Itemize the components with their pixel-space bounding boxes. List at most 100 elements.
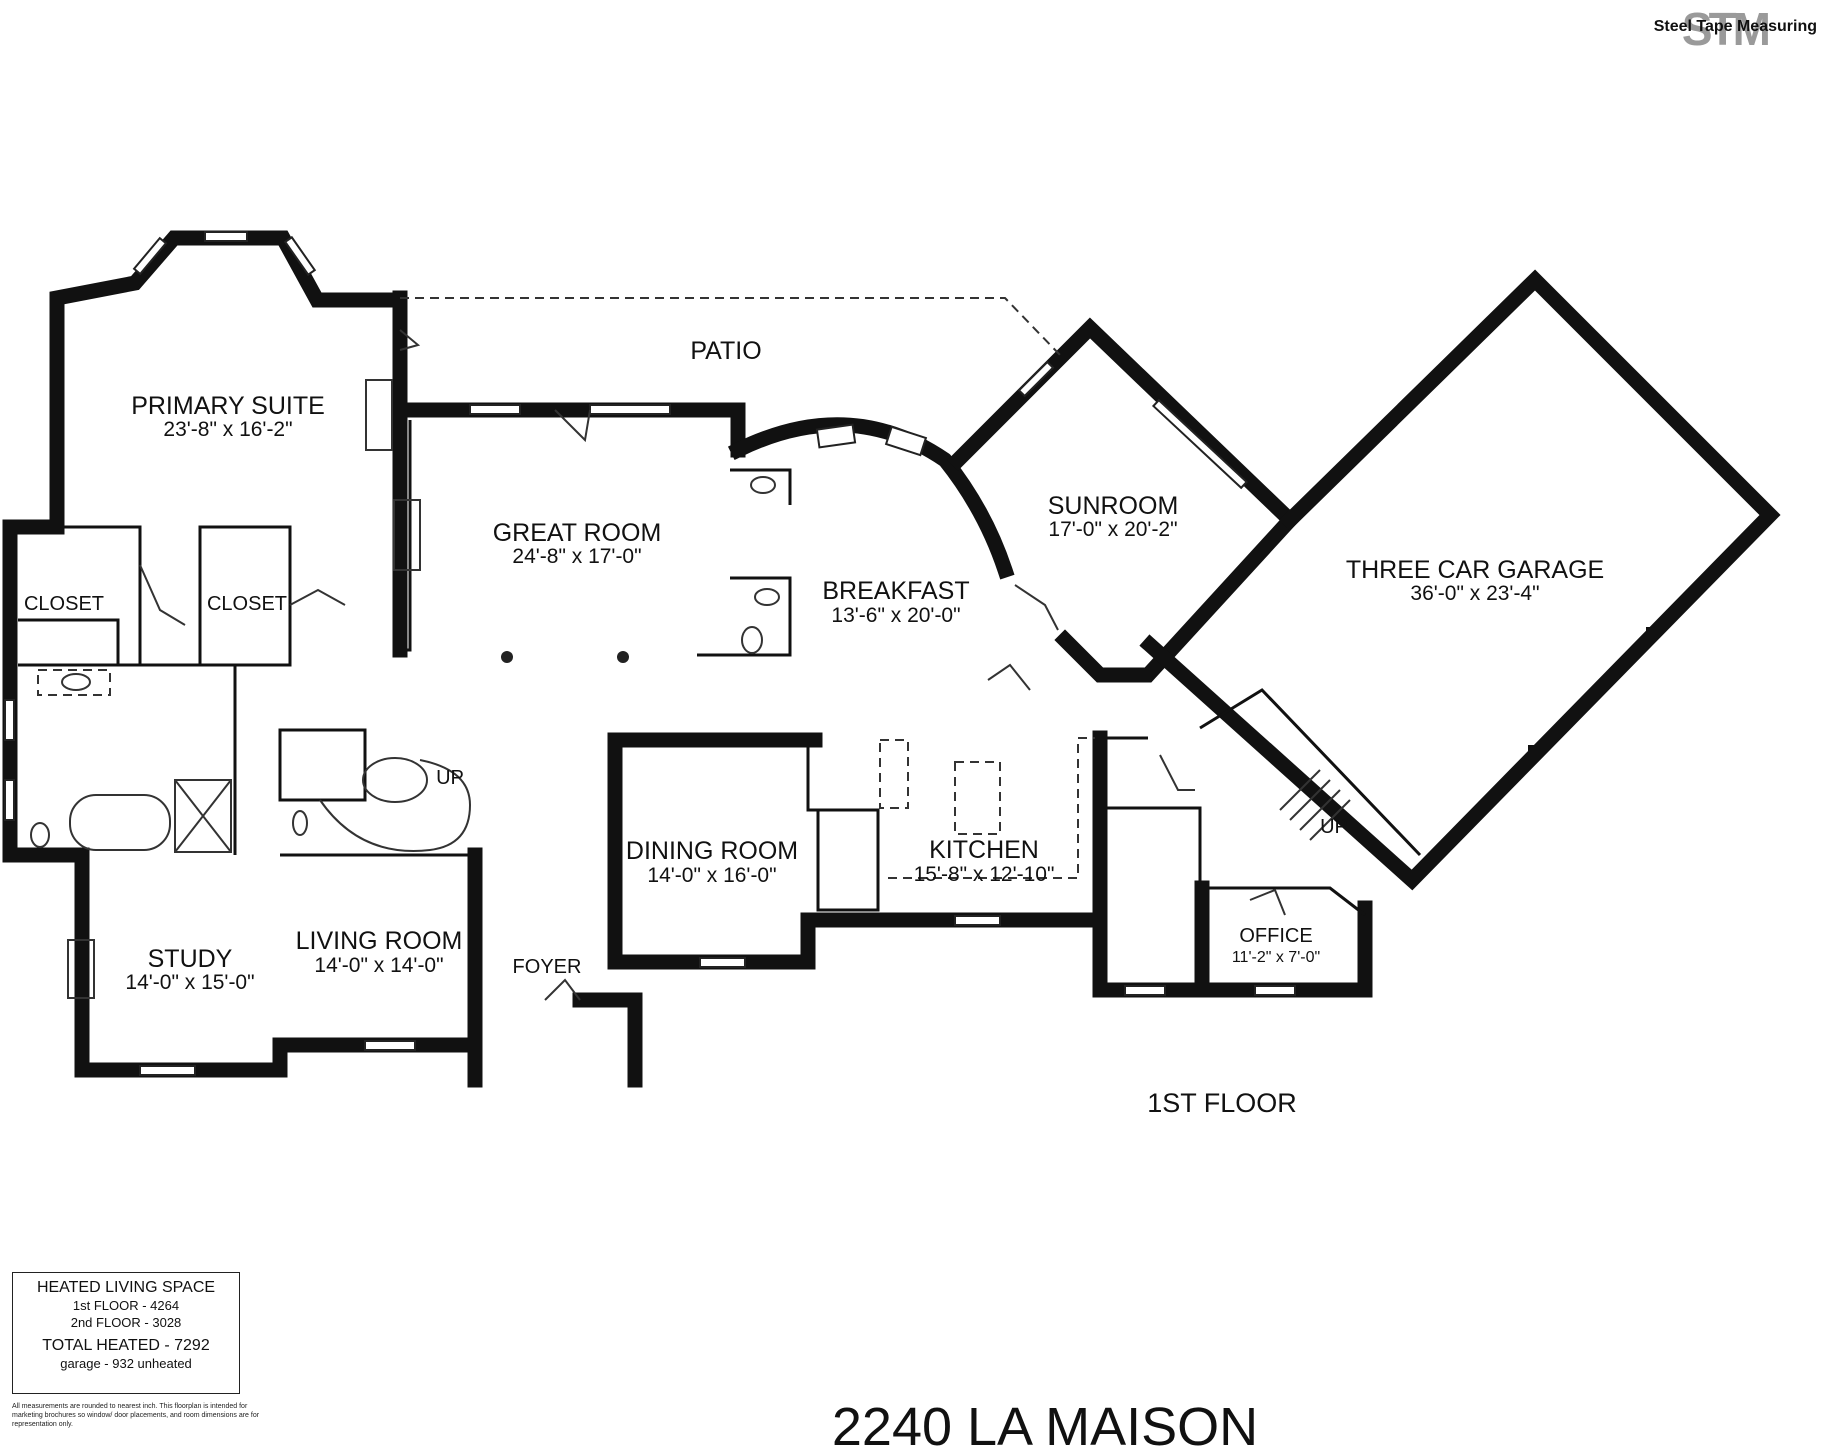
pantry-walls: [1100, 806, 1366, 917]
window: [364, 1040, 416, 1051]
wall-foyer: [572, 992, 643, 1088]
garage-stair: [1279, 769, 1351, 841]
window: [1254, 985, 1296, 996]
room-labels: PRIMARY SUITE 23'-8" x 16'-2" PATIO GREA…: [24, 337, 1604, 1447]
kitchen-walls: [806, 740, 880, 912]
door: [1014, 584, 1059, 631]
wall-breakfast-arc: [727, 417, 1015, 580]
wall-great-room-top: [392, 402, 746, 458]
bath-walls: [18, 663, 237, 855]
spiral-stair-core: [362, 757, 428, 803]
shelf: [37, 669, 111, 696]
dim-primary-suite: 23'-8" x 16'-2": [163, 418, 292, 441]
kitchen-island: [954, 761, 1001, 835]
label-living-room: LIVING ROOM: [296, 927, 463, 955]
window: [4, 699, 15, 741]
disclaimer-text: All measurements are rounded to nearest …: [12, 1403, 260, 1428]
stair-hall-walls: [278, 728, 475, 857]
toilet: [30, 822, 50, 848]
label-office: OFFICE: [1239, 925, 1312, 947]
label-patio: PATIO: [690, 337, 761, 365]
shower-drain: [174, 779, 232, 853]
legend-garage: garage - 932 unheated: [60, 1356, 192, 1371]
logo-text: Steel Tape Measuring: [1653, 18, 1817, 35]
window: [954, 915, 1001, 926]
legend-heading: HEATED LIVING SPACE: [36, 1279, 216, 1296]
legend-first-floor: 1st FLOOR - 4264: [72, 1298, 180, 1313]
square-footage-legend: HEATED LIVING SPACE 1st FLOOR - 4264 2nd…: [12, 1272, 240, 1394]
fireplace: [393, 499, 421, 571]
dim-great-room: 24'-8" x 17'-0": [512, 545, 641, 568]
kitchen-counter: [888, 737, 1095, 879]
window: [1017, 360, 1055, 398]
floor-label: 1ST FLOOR: [1147, 1088, 1297, 1118]
dim-kitchen: 15'-8" x 12'-10": [914, 863, 1055, 886]
patio-outline: [400, 297, 1061, 356]
closet-right-walls: [198, 525, 292, 667]
window: [589, 404, 671, 415]
company-logo: STM Steel Tape Measuring: [1637, 3, 1817, 55]
label-study: STUDY: [148, 945, 233, 973]
door: [1249, 888, 1286, 916]
sink: [292, 810, 308, 836]
kitchen-counter: [879, 739, 909, 809]
shower: [174, 779, 232, 853]
fixtures: [30, 297, 1656, 999]
label-great-room: GREAT ROOM: [493, 519, 662, 547]
door: [987, 663, 1031, 691]
dim-garage: 36'-0" x 23'-4": [1410, 582, 1539, 605]
window: [139, 1065, 196, 1076]
label-breakfast: BREAKFAST: [822, 577, 969, 605]
label-garage: THREE CAR GARAGE: [1346, 556, 1604, 584]
dim-living-room: 14'-0" x 14'-0": [314, 954, 443, 977]
label-stair-up-main: UP: [436, 767, 464, 789]
label-closet-left: CLOSET: [24, 593, 104, 615]
sink: [61, 673, 91, 691]
label-sunroom: SUNROOM: [1048, 492, 1179, 520]
garage-stair-walls: [1199, 688, 1422, 857]
label-foyer: FOYER: [513, 956, 582, 978]
dim-study: 14'-0" x 15'-0": [125, 971, 254, 994]
dim-dining-room: 14'-0" x 16'-0": [647, 864, 776, 887]
wall-sunroom: [947, 317, 1301, 683]
door: [289, 588, 346, 606]
great-room-inner: [400, 420, 412, 652]
window: [1151, 398, 1249, 490]
windows: [4, 231, 1296, 1076]
fireplace: [365, 379, 393, 451]
garage-post: [1528, 745, 1538, 755]
logo-monogram: STM: [1681, 3, 1771, 55]
window: [204, 231, 248, 242]
dim-breakfast: 13'-6" x 20'-0": [831, 604, 960, 627]
window: [1124, 985, 1166, 996]
door: [1159, 754, 1195, 791]
doors: [139, 329, 1286, 1001]
sink: [754, 588, 780, 606]
legend-second-floor: 2nd FLOOR - 3028: [70, 1315, 182, 1330]
toilet: [741, 626, 763, 654]
walls: [2, 230, 1781, 1088]
dim-office: 11'-2" x 7'-0": [1232, 949, 1320, 966]
tub: [69, 794, 171, 851]
property-title: 2240 LA MAISON: [832, 1397, 1258, 1447]
window: [469, 404, 521, 415]
fireplace: [67, 939, 95, 999]
label-primary-suite: PRIMARY SUITE: [131, 392, 325, 420]
door: [554, 409, 591, 443]
powder-walls: [697, 468, 792, 657]
window: [4, 779, 15, 821]
wall-utility: [1092, 730, 1373, 998]
door: [544, 978, 581, 1001]
legend-total: TOTAL HEATED - 7292: [42, 1337, 210, 1354]
label-closet-right: CLOSET: [207, 593, 287, 615]
column: [501, 651, 513, 663]
column: [617, 651, 629, 663]
window: [815, 423, 857, 449]
sink: [750, 476, 776, 494]
label-kitchen: KITCHEN: [929, 836, 1039, 864]
door: [139, 564, 186, 626]
window: [884, 425, 928, 457]
label-dining-room: DINING ROOM: [626, 837, 798, 865]
spiral-stair: [319, 759, 472, 852]
